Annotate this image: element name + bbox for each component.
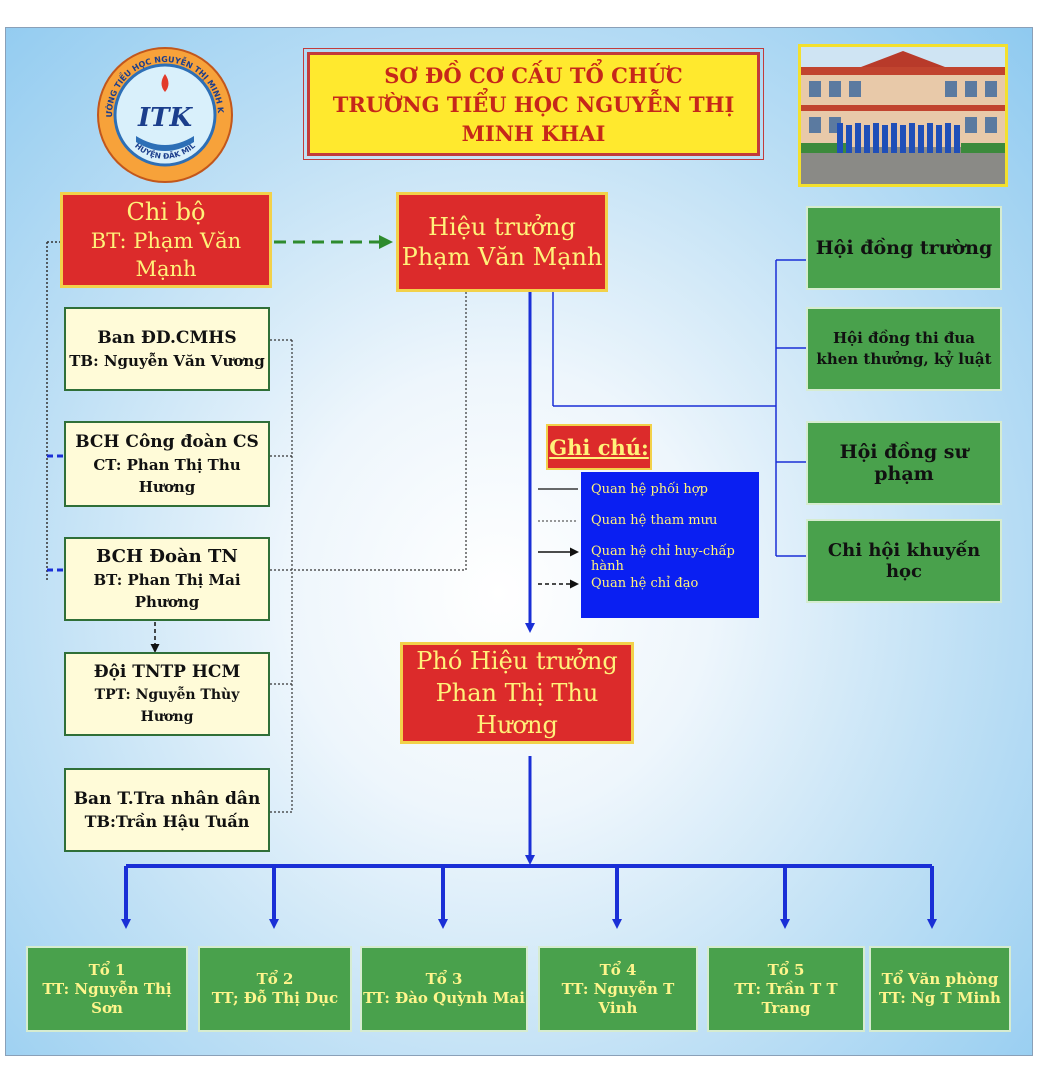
right-box-khuyenhoc: Chi hội khuyến học <box>806 519 1002 603</box>
legend-item-command: Quan hệ chỉ huy-chấp hành <box>591 544 735 574</box>
title-line-1: SƠ ĐỒ CƠ CẤU TỔ CHỨC <box>384 62 683 88</box>
title-line-2: TRƯỜNG TIỂU HỌC NGUYỄN THỊ MINH KHAI <box>332 91 735 146</box>
legend-title: Ghi chú: <box>546 424 652 470</box>
left-box-cmhs: Ban ĐD.CMHS TB: Nguyễn Văn Vương <box>64 307 270 391</box>
hieutruong-name: Phạm Văn Mạnh <box>401 243 603 271</box>
right-box-hoidongsupham: Hội đồng sư phạm <box>806 421 1002 505</box>
group-box-vanphong: Tổ Văn phòng TT: Ng T Minh <box>869 946 1011 1032</box>
pho-hieutruong-title: Phó Hiệu trưởng <box>416 647 618 675</box>
right-box-hoidongtruong: Hội đồng trường <box>806 206 1002 290</box>
hieutruong-box: Hiệu trưởng Phạm Văn Mạnh <box>396 192 608 292</box>
group-box-to3: Tổ 3 TT: Đào Quỳnh Mai <box>360 946 528 1032</box>
left-box-doitntp: Đội TNTP HCM TPT: Nguyễn Thùy Hương <box>64 652 270 736</box>
chibo-title: Chi bộ <box>126 198 206 226</box>
chibo-secretary: BT: Phạm Văn Mạnh <box>90 229 242 281</box>
group-box-to4: Tổ 4 TT: Nguyễn T Vinh <box>538 946 698 1032</box>
legend-item-advisory: Quan hệ tham mưu <box>591 513 718 528</box>
svg-text:ITK: ITK <box>137 103 194 133</box>
group-box-to1: Tổ 1 TT: Nguyễn Thị Sơn <box>26 946 188 1032</box>
group-box-to5: Tổ 5 TT: Trần T T Trang <box>707 946 865 1032</box>
legend-item-coordination: Quan hệ phối hợp <box>591 482 708 497</box>
chibo-box: Chi bộ BT: Phạm Văn Mạnh <box>60 192 272 288</box>
chart-title: SƠ ĐỒ CƠ CẤU TỔ CHỨC TRƯỜNG TIỂU HỌC NGU… <box>303 48 764 160</box>
left-box-thanhtra: Ban T.Tra nhân dân TB:Trần Hậu Tuấn <box>64 768 270 852</box>
school-photo <box>798 44 1008 187</box>
pho-hieutruong-box: Phó Hiệu trưởng Phan Thị Thu Hương <box>400 642 634 744</box>
hieutruong-title: Hiệu trưởng <box>428 213 576 241</box>
legend-item-direction: Quan hệ chỉ đạo <box>591 576 699 591</box>
group-box-to2: Tổ 2 TT; Đỗ Thị Dục <box>198 946 352 1032</box>
school-logo: TRƯỜNG TIỂU HỌC NGUYỄN THỊ MINH KHAI HUY… <box>96 46 233 183</box>
left-box-doantn: BCH Đoàn TN BT: Phan Thị Mai Phương <box>64 537 270 621</box>
pho-hieutruong-name: Phan Thị Thu Hương <box>435 679 599 739</box>
right-box-thiduakhenthuong: Hội đồng thi đua khen thưởng, kỷ luật <box>806 307 1002 391</box>
left-box-congdoan: BCH Công đoàn CS CT: Phan Thị Thu Hương <box>64 421 270 507</box>
legend-panel: Quan hệ phối hợp Quan hệ tham mưu Quan h… <box>581 472 759 618</box>
